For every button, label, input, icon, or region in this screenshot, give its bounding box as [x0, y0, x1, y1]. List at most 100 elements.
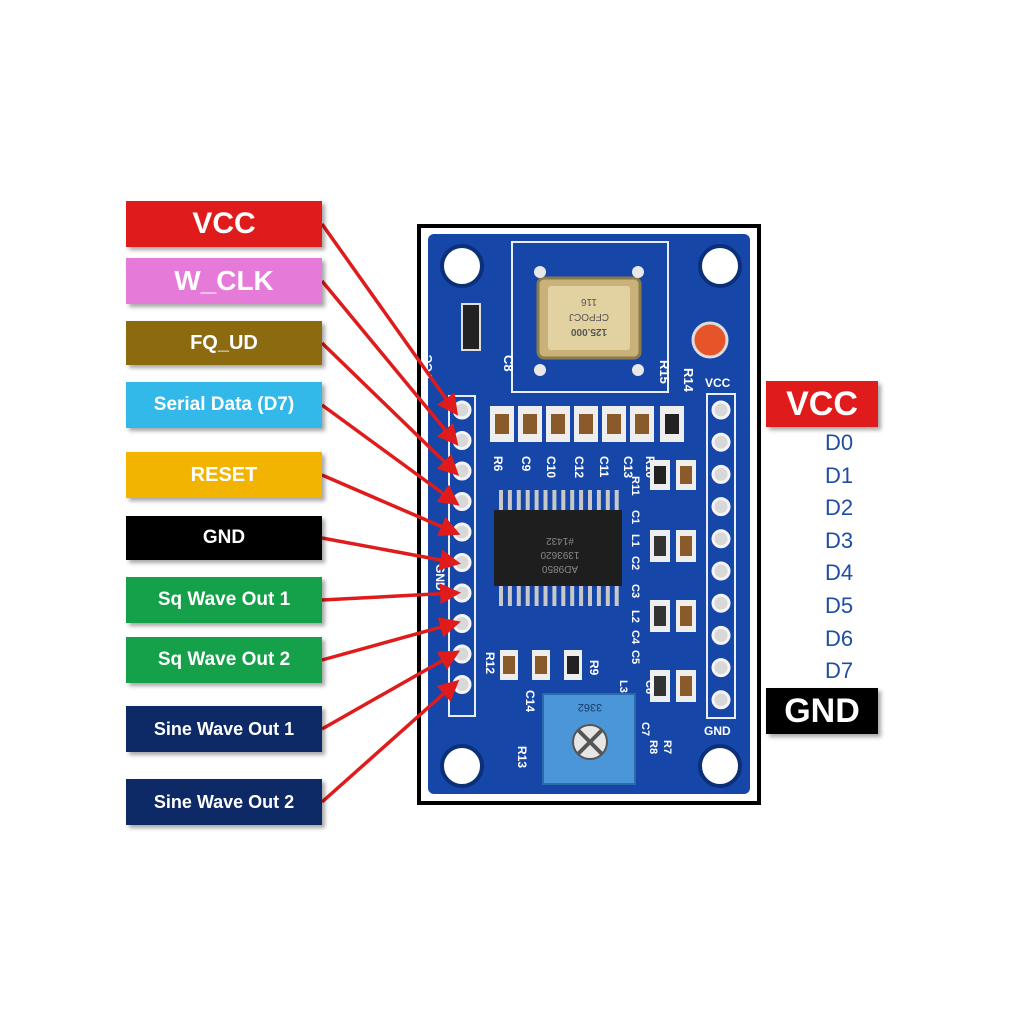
- pin-label-5: GND: [126, 516, 322, 560]
- pin-label-1: W_CLK: [126, 258, 322, 304]
- chip-pin: [552, 584, 557, 606]
- crystal-outline: [511, 241, 669, 393]
- chip-pin: [507, 490, 512, 512]
- chip-pin: [614, 490, 619, 512]
- right-header-pin: [711, 529, 731, 549]
- chip-pin: [534, 584, 539, 606]
- silk-c12: C12: [572, 456, 586, 478]
- right-header-pins: [711, 400, 731, 710]
- left-header-pin: [452, 400, 472, 420]
- chip-marking-3: #1432: [546, 535, 574, 546]
- silk-c7: C7: [639, 722, 651, 736]
- pin-label-4: RESET: [126, 452, 322, 498]
- silk-c8: C8: [501, 355, 516, 372]
- silk-c1: C1: [629, 510, 641, 524]
- chip-pin: [561, 584, 566, 606]
- chip-pin: [596, 490, 601, 512]
- silk-c4: C4: [629, 630, 641, 645]
- left-header-pin: [452, 675, 472, 694]
- silk-gnd-left: GND: [433, 564, 447, 591]
- pin-label-6: Sq Wave Out 1: [126, 577, 322, 623]
- capacitor-c8: [461, 303, 481, 351]
- silk-vcc-left: VCC: [421, 354, 435, 380]
- right-header-pin: [711, 593, 731, 613]
- pot-marking: 3362: [578, 701, 602, 713]
- right-pin-label-d0: D0: [824, 430, 854, 455]
- chip-pin: [552, 490, 557, 512]
- pin-label-8: Sine Wave Out 1: [126, 706, 322, 752]
- silk-r14: R14: [681, 368, 696, 393]
- left-header-pin: [452, 431, 472, 450]
- pin-label-2: FQ_UD: [126, 321, 322, 365]
- chip-marking-2: 1393620: [540, 549, 579, 560]
- chip-pin: [561, 490, 566, 512]
- right-pin-label-d2: D2: [824, 495, 854, 521]
- chip-pin: [525, 490, 530, 512]
- left-header-pin: [452, 644, 472, 664]
- silk-r9: R9: [587, 660, 601, 676]
- left-header-pin: [452, 522, 472, 542]
- crystal-marking-3: 116: [581, 296, 597, 307]
- right-pin-label-d7: D7: [824, 658, 854, 684]
- silk-c13: C13: [621, 456, 635, 478]
- chip-pin: [516, 490, 521, 512]
- chip-pin: [579, 584, 584, 606]
- chip-pin: [588, 490, 592, 512]
- silk-c11: C11: [597, 456, 611, 478]
- right-pin-label-d3: D3: [824, 527, 854, 553]
- pin-label-9: Sine Wave Out 2: [126, 779, 322, 825]
- ad9850-chip: [494, 510, 622, 586]
- right-header-pin: [711, 432, 731, 452]
- arrow-3: [320, 403, 460, 506]
- silk-c14: C14: [523, 690, 537, 712]
- chip-pin: [614, 584, 619, 606]
- silk-r7: R7: [661, 740, 673, 754]
- left-header-pin: [452, 553, 472, 572]
- right-header-pin: [711, 400, 731, 420]
- crystal-marking-1: 125.000: [570, 326, 607, 337]
- silk-r12: R12: [483, 652, 497, 674]
- chip-pin: [588, 584, 592, 606]
- arrow-2: [320, 341, 460, 476]
- right-vcc-label: VCC: [766, 381, 878, 427]
- right-header-pin: [711, 625, 731, 645]
- left-header-pin: [452, 583, 472, 603]
- silk-c3: C3: [629, 584, 641, 598]
- right-header-pin: [711, 561, 731, 581]
- silk-c2: C2: [629, 556, 641, 570]
- filter-components: [650, 460, 696, 702]
- right-pin-label-d5: D5: [824, 593, 854, 618]
- chip-pin: [570, 584, 575, 606]
- right-header-pin: [711, 690, 731, 710]
- chip-pin: [605, 490, 610, 512]
- silk-l2: L2: [629, 610, 641, 623]
- silk-r15: R15: [657, 360, 672, 384]
- silk-r8: R8: [647, 740, 659, 754]
- arrow-0: [320, 222, 459, 416]
- arrow-1: [320, 279, 459, 446]
- silk-c10: C10: [544, 456, 558, 478]
- right-header-pin: [711, 658, 731, 678]
- right-header-outline: [706, 393, 736, 719]
- mounting-holes: [440, 244, 742, 788]
- chip-pin: [534, 490, 539, 512]
- left-header-pin: [452, 461, 472, 481]
- right-pin-label-d6: D6: [824, 625, 854, 651]
- led: [691, 321, 729, 359]
- chip-pin: [570, 490, 575, 512]
- arrow-6: [321, 583, 461, 605]
- pin-label-0: VCC: [126, 201, 322, 247]
- silk-r13: R13: [515, 746, 529, 768]
- silk-c5: C5: [629, 650, 641, 664]
- arrow-9: [320, 679, 460, 804]
- right-header-pin: [711, 497, 731, 517]
- silk-l3: L3: [617, 680, 629, 693]
- chip-pin: [579, 490, 584, 512]
- chip-pin: [605, 584, 610, 606]
- left-header-pin: [452, 492, 472, 511]
- chip-pin: [516, 584, 521, 606]
- arrow-7: [321, 617, 461, 662]
- chip-pin: [525, 584, 530, 606]
- silk-c9: C9: [519, 456, 533, 472]
